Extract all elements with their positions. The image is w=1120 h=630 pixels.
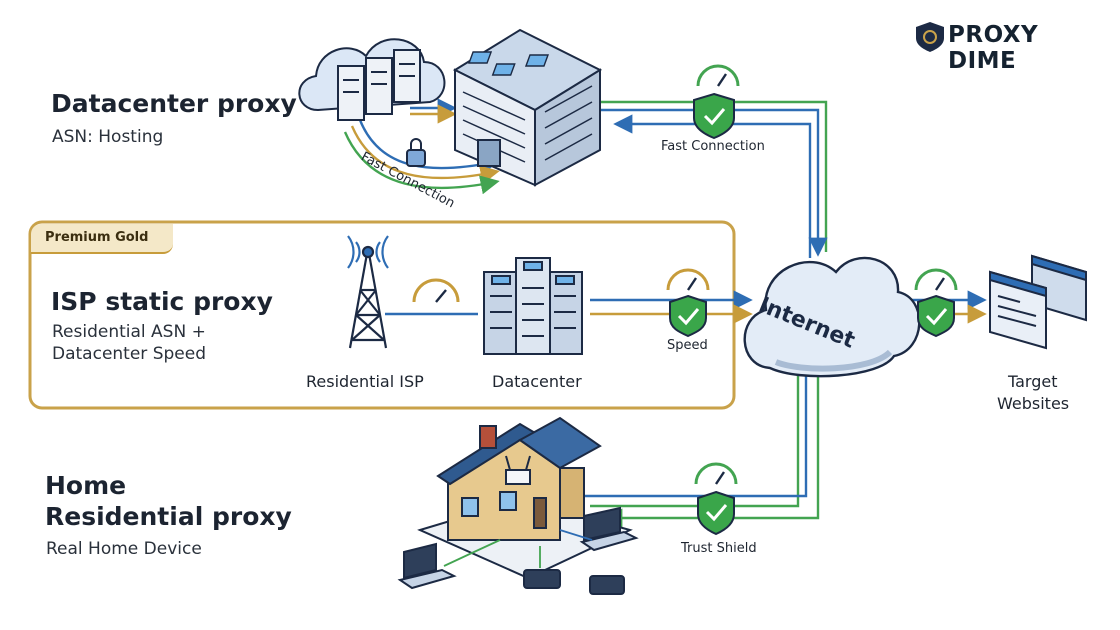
fast-connection-label: Fast Connection <box>661 139 765 154</box>
isp-proxy-title: ISP static proxy <box>51 287 273 316</box>
residential-isp-label: Residential ISP <box>306 372 424 391</box>
laptop-icon <box>397 542 457 590</box>
target-websites-icon <box>989 254 1087 350</box>
datacenter-proxy-subtitle: ASN: Hosting <box>52 127 164 147</box>
speed-label: Speed <box>667 338 708 353</box>
target-websites-label-line2: Websites <box>997 394 1070 413</box>
datacenter-building-icon <box>452 28 603 187</box>
internet-cloud-icon <box>743 256 921 378</box>
target-websites-label-line1: Target <box>1008 372 1058 391</box>
lock-icon <box>406 138 426 167</box>
cloud-servers-icon <box>298 38 446 121</box>
residential-connection-lines <box>580 350 820 528</box>
shield-gauge-target <box>914 268 958 338</box>
datacenter-node-label: Datacenter <box>492 372 582 391</box>
residential-proxy-subtitle: Real Home Device <box>46 539 202 559</box>
device-links <box>443 529 593 568</box>
premium-gold-label: Premium Gold <box>45 230 149 245</box>
datacenter-servers-icon <box>483 257 583 355</box>
isp-proxy-subtitle-line2: Datacenter Speed <box>52 344 206 364</box>
shield-gauge-top <box>693 64 740 140</box>
residential-proxy-title-line1: Home <box>45 471 127 500</box>
gauge-isp-icon <box>412 278 460 303</box>
cell-tower-icon <box>347 235 389 349</box>
isp-proxy-subtitle-line1: Residential ASN + <box>52 322 206 342</box>
premium-gold-badge: Premium Gold <box>31 224 173 254</box>
brand-shield-icon <box>916 22 944 52</box>
phone-icon <box>523 569 625 595</box>
datacenter-connection-lines <box>343 98 828 258</box>
shield-gauge-isp <box>666 268 710 338</box>
datacenter-proxy-title: Datacenter proxy <box>51 89 297 118</box>
laptop-icon-2 <box>579 506 639 552</box>
residential-house-icon <box>417 416 633 580</box>
trust-shield-label: Trust Shield <box>681 541 757 556</box>
brand-name: PROXY DIME <box>948 22 1039 74</box>
shield-gauge-residential <box>694 462 738 536</box>
residential-proxy-title-line2: Residential proxy <box>45 502 292 531</box>
